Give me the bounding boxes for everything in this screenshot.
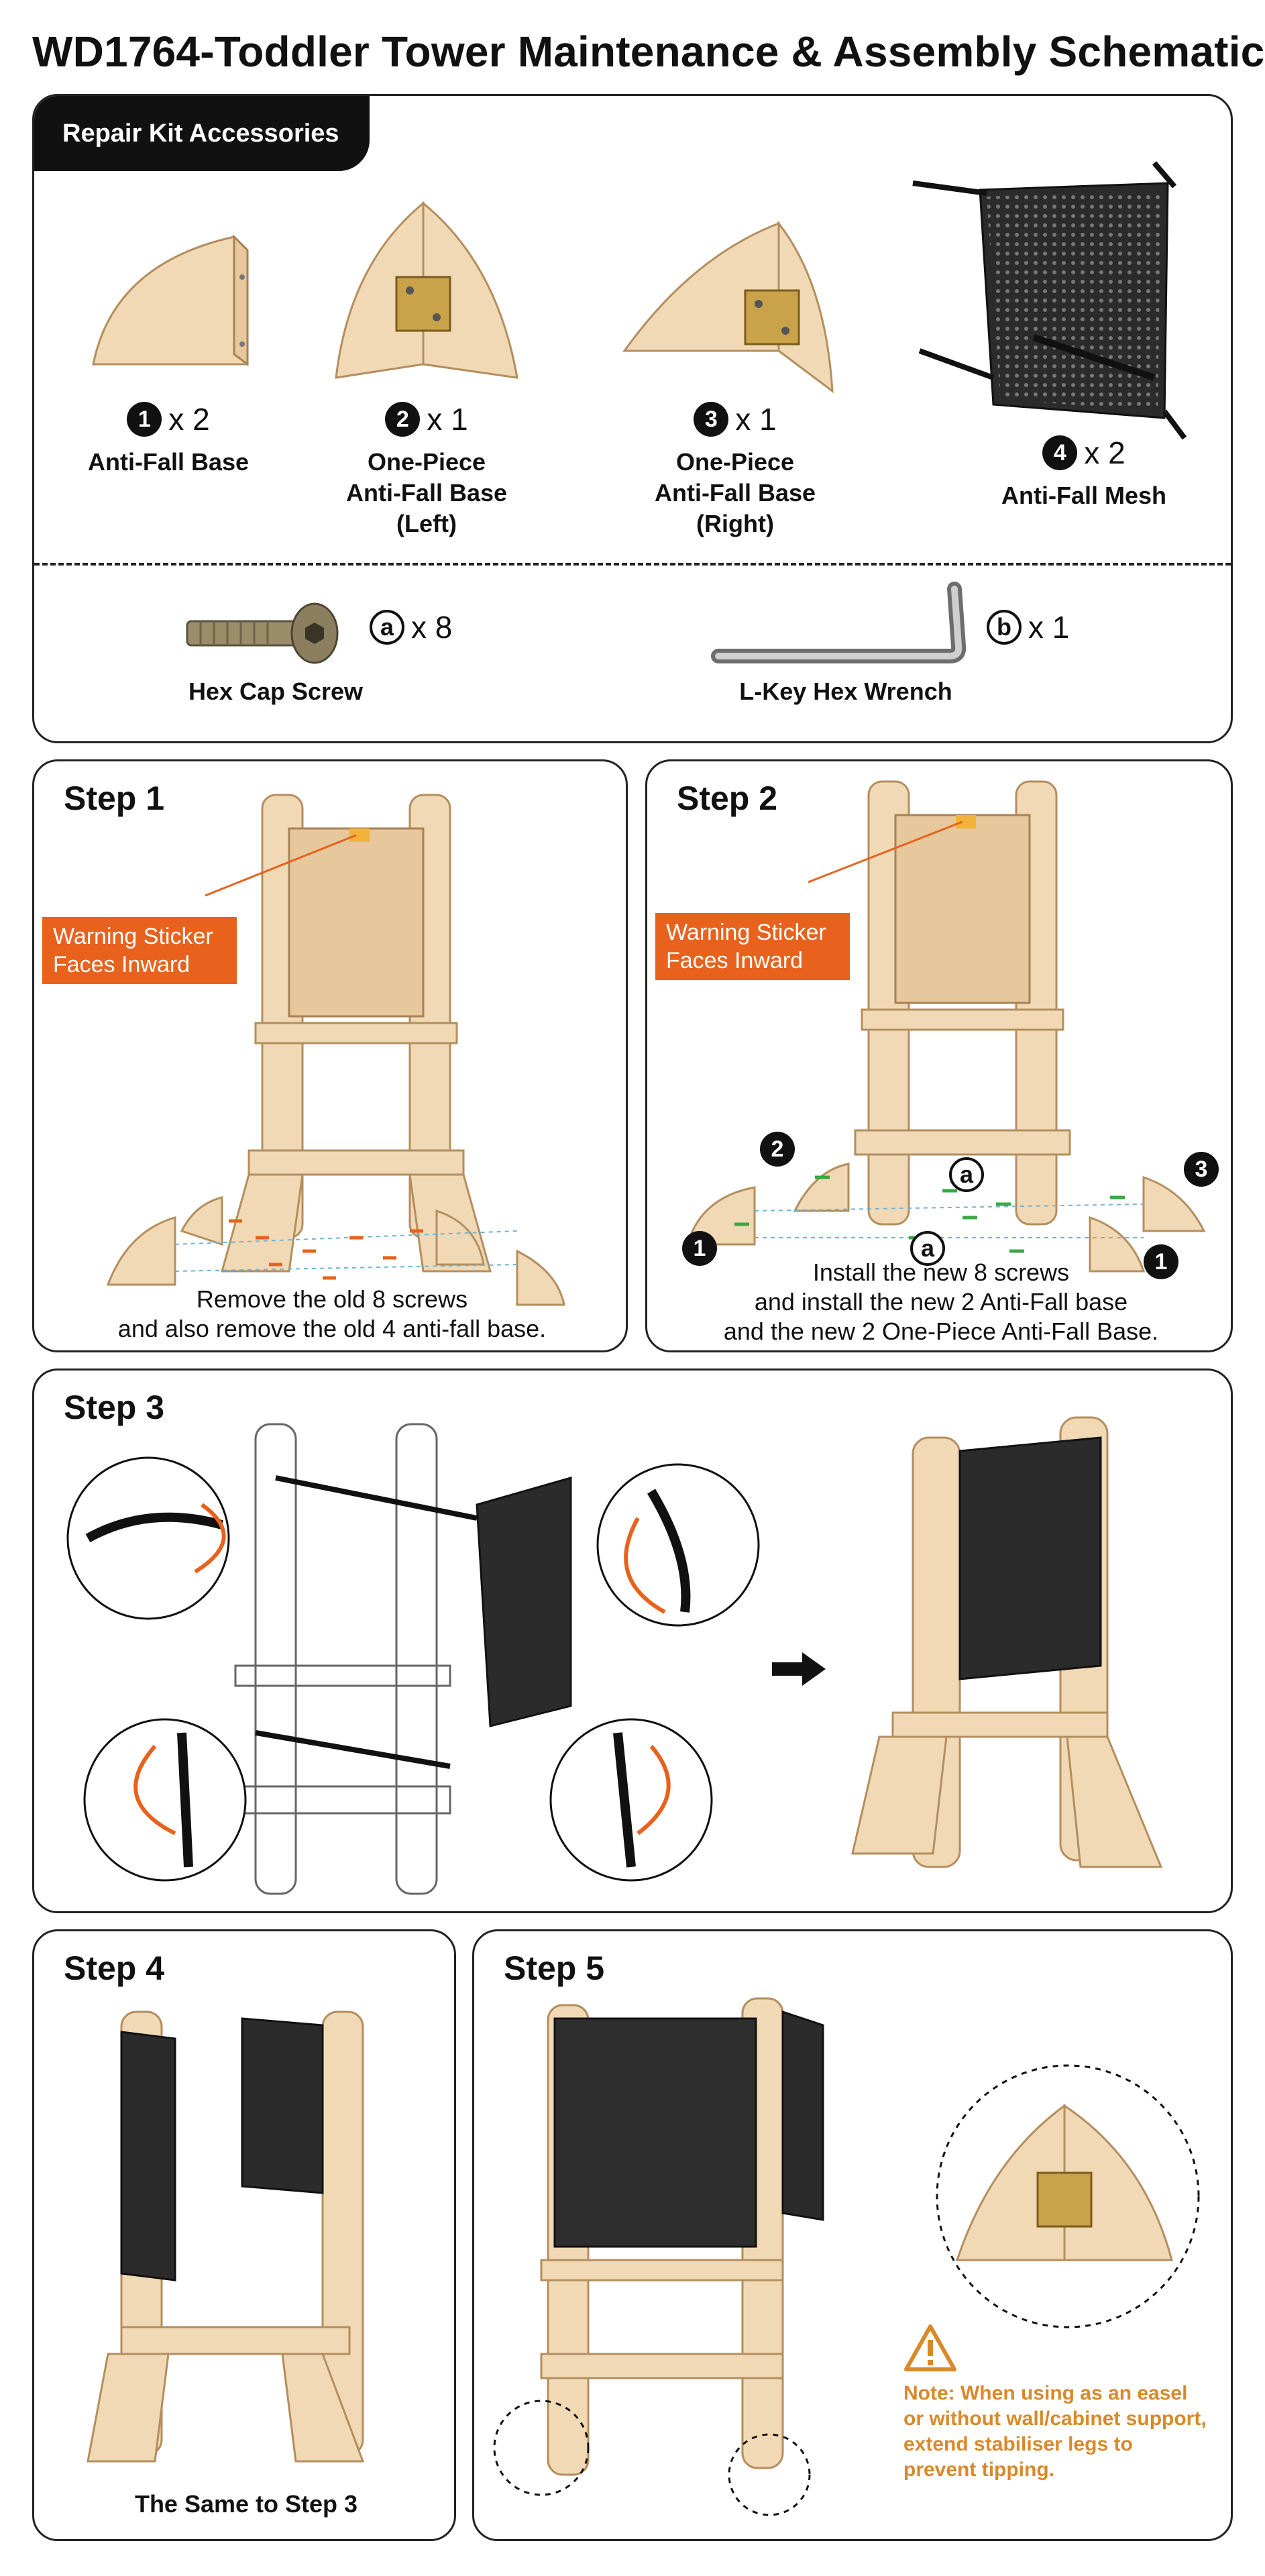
caption-line: and install the new 2 Anti-Fall base [754,1288,1128,1316]
tool-b-label: L-Key Hex Wrench [739,678,952,705]
item-qty: x 2 [168,402,210,437]
tool-qty: x 8 [411,610,453,645]
step-title: Step 4 [64,1949,165,1987]
step-1-panel: Step 1 Warning Sticker Faces Inward Remo… [32,759,628,1352]
tower-easel-illustration [493,1997,824,2516]
step-2-panel: Step 2 Warning Sticker Faces Inward 2 3 … [645,759,1233,1352]
item-qty: x 2 [1084,435,1125,470]
tower-step4-illustration [87,2010,365,2463]
installed-bases-illustration [686,1163,1206,1273]
step2-marker-3: 3 [1184,1152,1219,1187]
step-title: Step 1 [64,780,165,817]
item-qty: x 1 [735,402,777,437]
caption-line: and the new 2 One-Piece Anti-Fall Base. [723,1318,1159,1345]
item-number-badge: 4 [1042,435,1078,470]
item-qty: x 1 [427,402,468,437]
item-number-badge: 2 [385,402,421,437]
tool-letter-badge: b [987,610,1022,645]
warning-sticker-callout: Warning Sticker Faces Inward [655,913,850,980]
tool-qty: x 1 [1028,610,1070,645]
tower-with-mesh-illustration [851,1416,1163,1868]
item-label-line: (Left) [396,510,457,537]
step-2-caption: Install the new 8 screws and install the… [647,1258,1231,1346]
tool-a-label: Hex Cap Screw [188,678,364,705]
tower-step2-illustration [808,780,1071,1226]
step2-marker-1-right: 1 [1144,1244,1178,1279]
removed-bases-illustration [106,1196,565,1306]
step2-screw-marker-top: a [949,1157,984,1192]
kit-tab: Repair Kit Accessories [34,96,370,171]
tower-step1-illustration [205,794,492,1273]
step-5-panel: Step 5 Note: When using as an easel or w… [472,1929,1233,2541]
warning-sticker-callout: Warning Sticker Faces Inward [42,917,237,984]
note-line: extend stabiliser legs to [903,2433,1133,2455]
item-label-line: One-Piece [675,448,795,476]
page-title: WD1764-Toddler Tower Maintenance & Assem… [32,28,1265,76]
hex-cap-screw-image [186,602,339,664]
strap-detail-circles [66,1456,760,1882]
step2-marker-2: 2 [760,1132,795,1167]
step-title: Step 3 [64,1389,165,1426]
anti-fall-mesh-image [912,161,1187,440]
l-key-wrench-image [711,582,967,663]
step-1-caption: Remove the old 8 screws and also remove … [34,1285,626,1344]
caption-line: Install the new 8 screws [812,1258,1070,1286]
one-piece-base-left-image [335,201,518,379]
step-title: Step 5 [504,1949,605,1987]
tool-letter-badge: a [370,610,404,645]
step2-marker-1-left: 1 [682,1231,717,1266]
step-4-panel: Step 4 The Same to Step 3 [32,1929,456,2541]
kit-divider [34,563,1231,566]
item-label: Anti-Fall Mesh [1001,482,1166,509]
one-piece-base-right-image [622,220,834,394]
caption-line: and also remove the old 4 anti-fall base… [117,1315,547,1342]
item-label-line: (Right) [696,510,774,537]
step-4-caption: The Same to Step 3 [134,2490,358,2518]
note-line: or without wall/cabinet support, [903,2408,1207,2430]
arrow-right-icon [772,1652,826,1686]
step-3-panel: Step 3 [32,1368,1233,1913]
caption-line: Remove the old 8 screws [196,1285,468,1313]
item-label: Anti-Fall Base [87,448,250,476]
item-number-badge: 3 [694,402,729,437]
warning-icon [904,2324,956,2371]
step2-screw-marker-bottom: a [910,1231,945,1266]
tower-outline-illustration [221,1423,572,1895]
anti-fall-base-image [92,234,249,366]
easel-stability-note: Note: When using as an easel or without … [903,2381,1225,2483]
stabiliser-leg-detail [936,2064,1200,2328]
item-label-line: One-Piece [367,448,486,476]
note-line: Note: When using as an easel [903,2382,1188,2404]
item-label-line: Anti-Fall Base [654,479,816,506]
item-label-line: Anti-Fall Base [345,479,508,506]
step-title: Step 2 [677,780,778,817]
note-line: prevent tipping. [903,2459,1054,2481]
item-number-badge: 1 [127,402,162,437]
